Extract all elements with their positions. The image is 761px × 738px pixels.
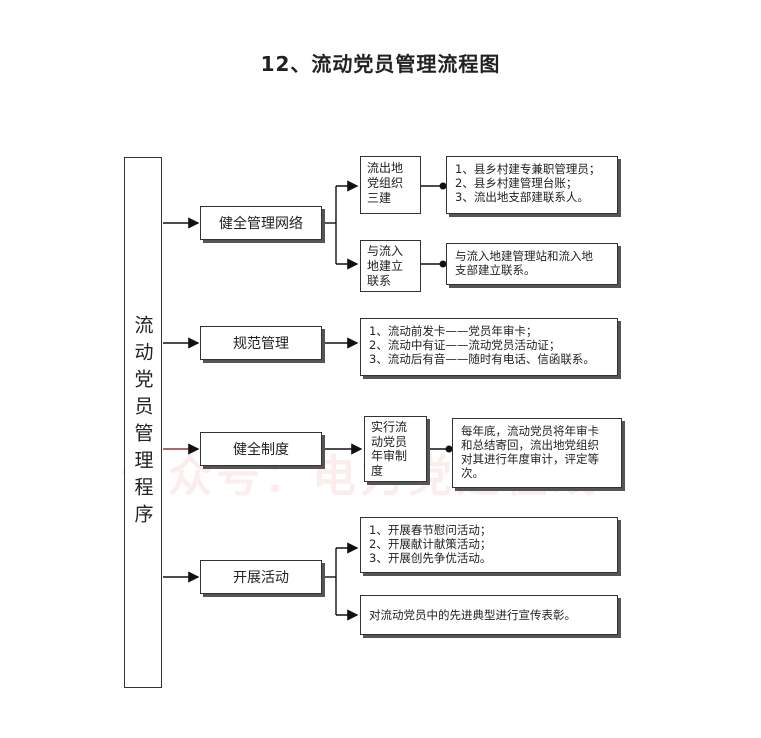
category-activity-label: 开展活动 <box>233 570 289 586</box>
detail-commendation: 对流动党员中的先进典型进行宣传表彰。 <box>360 595 618 635</box>
main-process-box <box>124 157 162 688</box>
category-activity-box: 开展活动 <box>200 560 322 594</box>
category-system-label: 健全制度 <box>233 442 289 458</box>
detail-annual-review: 每年底，流动党员将年审卡 和总结寄回，流出地党组织 对其进行年度审计，评定等 次… <box>452 418 622 488</box>
category-standard-label: 规范管理 <box>233 336 289 352</box>
category-system-box: 健全制度 <box>200 432 322 466</box>
main-process-label: 流动党员管理程序 <box>126 160 160 686</box>
detail-standard-management: 1、流动前发卡——党员年审卡； 2、流动中有证——流动党员活动证； 3、流动后有… <box>360 318 618 376</box>
page-title: 12、流动党员管理流程图 <box>260 52 501 76</box>
detail-network-staff: 1、县乡村建专兼职管理员； 2、县乡村建管理台账； 3、流出地支部建联系人。 <box>446 156 618 214</box>
connector-dot <box>445 445 453 453</box>
detail-inflow-link: 与流入地建管理站和流入地 支部建立联系。 <box>446 243 618 285</box>
category-network-box: 健全管理网络 <box>200 206 322 240</box>
detail-activities: 1、开展春节慰问活动； 2、开展献计献策活动； 3、开展创先争优活动。 <box>360 517 618 573</box>
connector-dot <box>439 182 447 190</box>
sub-box-inflow-contact: 与流入 地建立 联系 <box>360 240 421 292</box>
connector-dot <box>439 260 447 268</box>
sub-box-annual-review: 实行流 动党员 年审制 度 <box>364 416 427 482</box>
category-network-label: 健全管理网络 <box>219 216 303 232</box>
main-process-text: 流动党员管理程序 <box>131 315 154 531</box>
sub-box-outflow: 流出地 党组织 三建 <box>360 156 421 214</box>
category-standard-box: 规范管理 <box>200 326 322 360</box>
